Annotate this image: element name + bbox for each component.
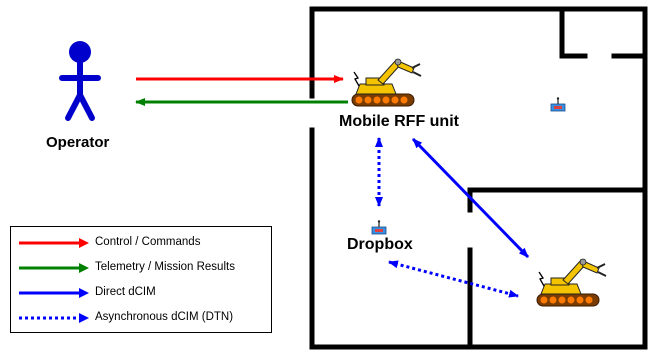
legend-swatch-telemetry <box>19 263 89 273</box>
second-robot-icon <box>536 258 607 307</box>
legend-label-async-dcim: Asynchronous dCIM (DTN) <box>95 311 234 323</box>
legend-item-control: Control / Commands <box>11 233 271 253</box>
legend-label-control: Control / Commands <box>95 236 201 248</box>
room-device-icon <box>550 96 566 112</box>
direct-dcim-arrow <box>411 137 530 259</box>
legend-swatch-direct-dcim <box>19 288 89 298</box>
legend-item-async-dcim: Asynchronous dCIM (DTN) <box>11 308 271 328</box>
legend-swatch-control <box>19 238 89 248</box>
async-dcim-arrow-diagonal <box>388 260 519 298</box>
mobile-rff-robot-icon <box>351 58 422 107</box>
mobile-rff-unit-label: Mobile RFF unit <box>339 113 459 130</box>
operator-person-icon <box>59 41 101 121</box>
operator-label: Operator <box>46 134 110 151</box>
legend-item-telemetry: Telemetry / Mission Results <box>11 258 271 278</box>
dropbox-label: Dropbox <box>347 236 413 253</box>
legend-label-telemetry: Telemetry / Mission Results <box>95 261 235 273</box>
legend-swatch-async-dcim <box>19 313 89 323</box>
legend-item-direct-dcim: Direct dCIM <box>11 283 271 303</box>
dropbox-device-icon <box>371 219 387 235</box>
legend-label-direct-dcim: Direct dCIM <box>95 286 156 298</box>
legend: Control / Commands Telemetry / Mission R… <box>10 226 272 333</box>
